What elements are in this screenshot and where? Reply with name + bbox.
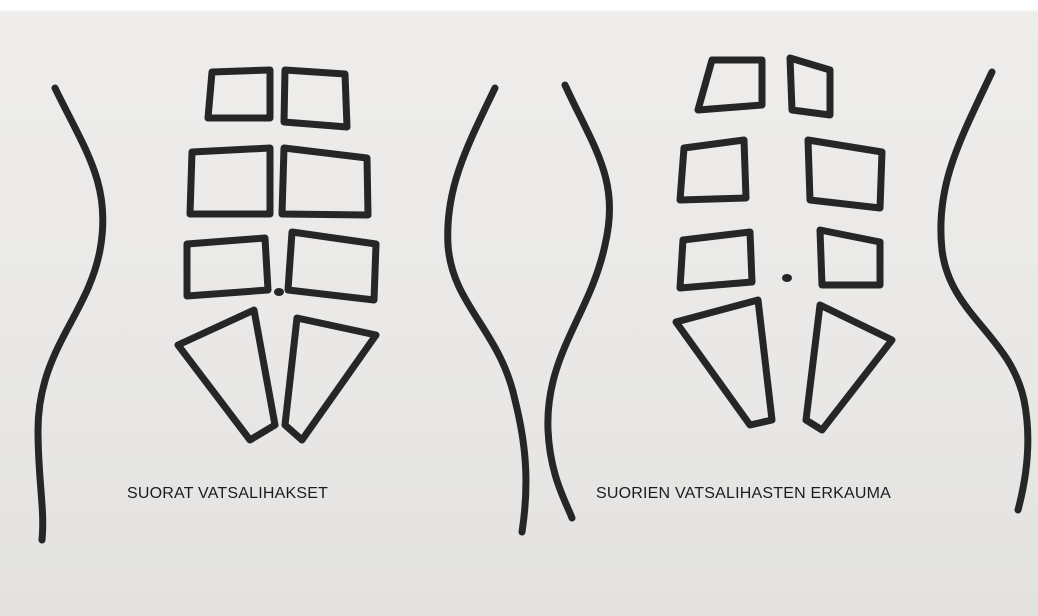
left-muscle-middle-right [282,148,368,215]
left-muscle-upper-left [208,70,270,118]
left-torso-outline-left [38,88,103,540]
right-muscle-upper-left [698,60,762,110]
right-muscle-middle-right [808,140,882,208]
right-muscle-upper-right [790,58,830,115]
right-muscle-bottom-right [806,305,892,430]
caption-normal-abs: SUORAT VATSALIHAKSET [127,485,328,507]
left-torso-outline-right [448,88,526,532]
left-muscle-bottom-right [285,318,376,440]
right-muscle-lower-right [820,230,880,285]
right-torso-outline-left [548,85,610,518]
left-muscle-lower-left [187,238,268,296]
caption-diastasis-recti: SUORIEN VATSALIHASTEN ERKAUMA [596,485,891,507]
left-muscle-lower-right [288,232,376,300]
left-muscle-upper-right [284,70,347,127]
left-muscle-middle-left [190,148,270,214]
right-navel [782,274,792,282]
left-muscle-bottom-left [178,310,275,440]
right-torso-outline-right [941,72,1028,510]
right-muscle-lower-left [680,232,752,288]
left-navel [274,288,284,296]
right-muscle-middle-left [680,140,746,200]
right-muscle-bottom-left [676,300,772,425]
